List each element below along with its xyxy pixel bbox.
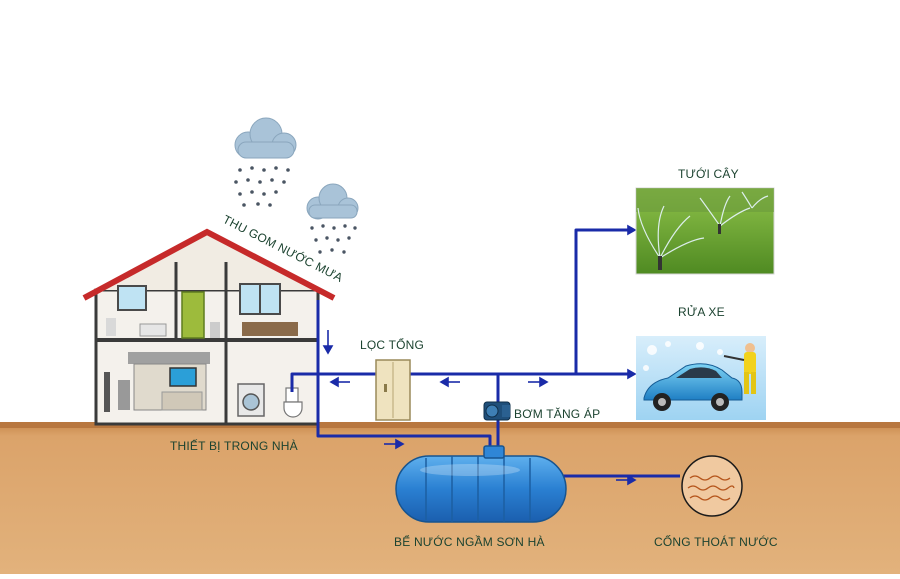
label-watering: TƯỚI CÂY xyxy=(678,166,739,181)
flow-arrows xyxy=(322,224,637,486)
rain-cloud-icon xyxy=(234,117,297,207)
house-icon xyxy=(82,228,336,426)
filter-cabinet-icon xyxy=(375,359,411,421)
tank-icon xyxy=(395,445,567,523)
rain-cloud-icon xyxy=(306,183,359,254)
sprinkler-icon xyxy=(635,187,775,275)
label-main-filter: LỌC TỔNG xyxy=(360,337,424,352)
worker-figure xyxy=(723,343,756,394)
pump-icon xyxy=(483,401,511,421)
label-booster-pump: BƠM TĂNG ÁP xyxy=(514,406,600,421)
label-drainage: CỐNG THOÁT NƯỚC xyxy=(654,534,778,549)
drain-icon xyxy=(681,455,743,517)
pipe-network xyxy=(290,228,680,478)
label-underground-tank: BỂ NƯỚC NGẦM SƠN HÀ xyxy=(394,534,545,549)
label-car-wash: RỬA XE xyxy=(678,304,725,319)
ground-surface-line xyxy=(0,422,900,428)
label-indoor-devices: THIẾT BỊ TRONG NHÀ xyxy=(170,438,298,453)
car-wash-icon xyxy=(636,336,766,420)
